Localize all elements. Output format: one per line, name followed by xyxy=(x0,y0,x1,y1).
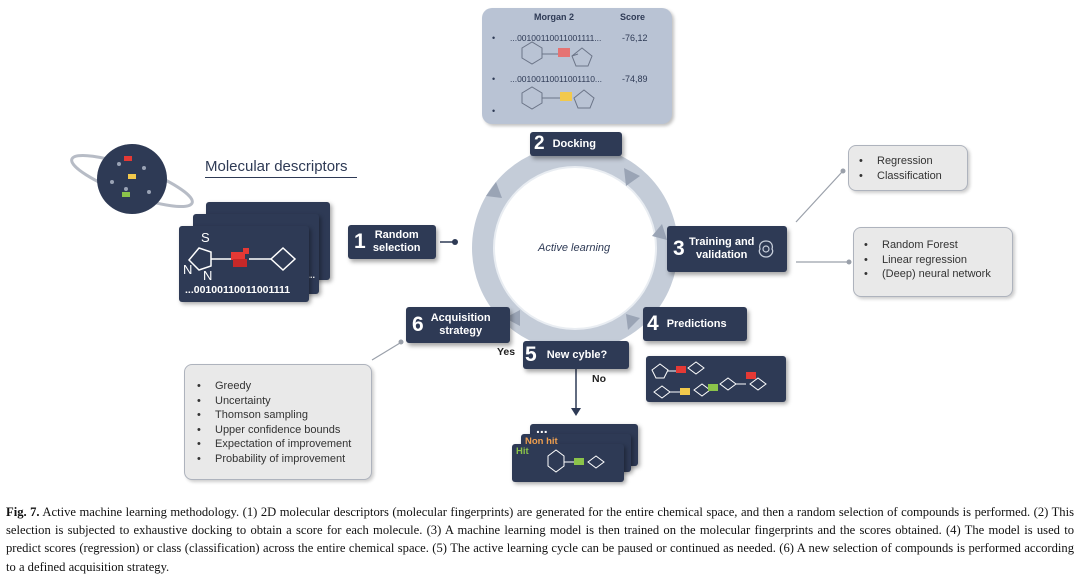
figure-caption: Fig. 7. Active machine learning methodol… xyxy=(6,503,1074,576)
model-type-box: Regression Classification xyxy=(848,145,968,191)
strategy-greedy: Greedy xyxy=(197,379,371,394)
model-type-classification: Classification xyxy=(859,169,967,184)
predicted-molecules-icon xyxy=(651,361,767,399)
models-box: Random Forest Linear regression (Deep) n… xyxy=(853,227,1013,297)
chemical-space-globe-icon xyxy=(70,144,194,214)
atom-label-n2: N xyxy=(203,268,213,283)
step-5-label: New cyble? xyxy=(546,348,608,361)
docking-row-2-bits: ...00100110011001110... xyxy=(510,74,603,84)
step-6-acquisition: 6 Acquisition strategy xyxy=(406,307,510,343)
step-4-predictions: 4 Predictions xyxy=(643,307,747,341)
hit-molecule-icon xyxy=(547,449,605,473)
step-2-docking: 2 Docking xyxy=(530,132,622,156)
figure: Molecular descriptors 0... S N N ...0010… xyxy=(0,0,1080,500)
strategy-probability: Probability of improvement xyxy=(197,452,371,467)
step-3-training: 3 Training and validation xyxy=(667,226,787,272)
predictions-panel xyxy=(646,356,786,402)
caption-label: Fig. 7. xyxy=(6,505,40,519)
step-4-number: 4 xyxy=(647,312,659,335)
docking-row-1-bits: ...00100110011001111... xyxy=(510,33,602,43)
step-5-new-cycle: 5 New cyble? xyxy=(523,341,629,369)
caption-text: Active machine learning methodology. (1)… xyxy=(6,505,1075,574)
docking-header-score: Score xyxy=(620,12,646,22)
center-label: Active learning xyxy=(538,242,611,254)
strategy-uncertainty: Uncertainty xyxy=(197,394,371,409)
fingerprint-bits: ...00100110011001111 xyxy=(185,284,291,296)
no-label: No xyxy=(592,373,606,385)
docking-row-1-score: -76,12 xyxy=(622,33,648,43)
results-dots: ... xyxy=(536,420,548,436)
nonhit-label: Non hit xyxy=(525,436,558,447)
step-2-number: 2 xyxy=(534,133,545,154)
step-1-number: 1 xyxy=(354,230,366,253)
step-6-number: 6 xyxy=(412,313,424,336)
step-6-label: Acquisition strategy xyxy=(430,312,491,337)
yes-label: Yes xyxy=(497,346,516,358)
atom-label-n1: N xyxy=(183,262,193,277)
hit-label: Hit xyxy=(516,446,529,457)
acquisition-strategies-box: Greedy Uncertainty Thomson sampling Uppe… xyxy=(184,364,372,480)
step-1-label: Random selection xyxy=(372,229,421,254)
docking-row-2-score: -74,89 xyxy=(622,74,648,84)
step-3-number: 3 xyxy=(673,237,685,260)
step-5-number: 5 xyxy=(525,343,537,366)
molecule-card-front: S N N ...00100110011001111 xyxy=(179,226,309,302)
strategy-ucb: Upper confidence bounds xyxy=(197,423,371,438)
thiadiazole-molecule-icon xyxy=(187,246,297,272)
results-card-hit: Hit xyxy=(512,444,624,482)
strategy-thomson: Thomson sampling xyxy=(197,408,371,423)
model-type-regression: Regression xyxy=(859,154,967,169)
atom-label-s: S xyxy=(201,230,210,245)
step-2-label: Docking xyxy=(552,137,596,150)
model-random-forest: Random Forest xyxy=(864,238,1012,253)
step-1-random-selection: 1 Random selection xyxy=(348,225,436,259)
model-linear-regression: Linear regression xyxy=(864,253,1012,268)
docking-panel: Morgan 2 Score • ...00100110011001111...… xyxy=(482,8,672,124)
cycle-arrows xyxy=(486,168,667,330)
docked-molecules-icon xyxy=(521,41,595,110)
strategy-expectation: Expectation of improvement xyxy=(197,437,371,452)
step-4-label: Predictions xyxy=(666,317,727,330)
step-3-label: Training and validation xyxy=(688,236,755,261)
model-neural-network: (Deep) neural network xyxy=(864,267,1012,282)
docking-header-morgan: Morgan 2 xyxy=(534,12,575,22)
descriptors-title: Molecular descriptors xyxy=(205,158,357,178)
brain-gear-icon xyxy=(758,240,773,258)
